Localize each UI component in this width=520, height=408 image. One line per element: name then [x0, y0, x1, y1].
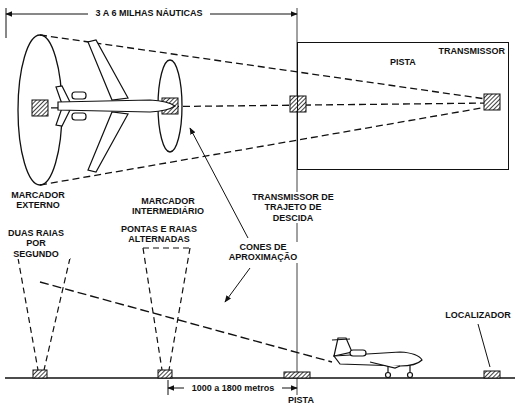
glide-path [40, 282, 332, 362]
beam-lines [40, 35, 493, 185]
glide-slope-transmitter [290, 96, 306, 112]
leader-line [478, 324, 490, 367]
outer-marker [32, 100, 48, 116]
glide-slope-ground [284, 372, 310, 378]
outer-cone [18, 35, 62, 185]
localizer-ground [484, 371, 500, 378]
extension-line [168, 380, 169, 395]
middle-marker-ground [158, 370, 172, 378]
extension-line [6, 8, 7, 38]
runway-label: PISTA [283, 395, 319, 405]
outer-marker-ground [33, 370, 47, 378]
signal-label: DUAS RAIAS POR SEGUNDO [2, 228, 70, 259]
runway-box: PISTA TRANSMISSOR [297, 42, 509, 170]
cones-label: CONES DE APROXIMAÇÃO [218, 242, 308, 263]
transmitter-label: TRANSMISSOR [438, 46, 505, 56]
marker-label: MARCADOR EXTERNO [6, 190, 70, 211]
marker-label: MARCADOR INTERMEDIÁRIO [130, 196, 206, 217]
signal-label: PONTAS E RAIAS ALTERNADAS [108, 224, 210, 245]
airplane-top [56, 40, 175, 172]
runway-label: PISTA [390, 57, 416, 67]
leader-line [225, 268, 250, 302]
airplane-side [332, 338, 422, 378]
ground-line [5, 377, 515, 378]
leader-line [190, 128, 248, 238]
transmitter-label: TRANSMISSOR DE TRAJETO DE DESCIDA [246, 192, 340, 223]
marker-cones [18, 248, 190, 370]
dimension-text: 1000 a 1800 metros [184, 383, 282, 393]
localizer-transmitter [484, 94, 500, 110]
localizer-label: LOCALIZADOR [440, 310, 516, 320]
dimension-text: 3 A 6 MILHAS NÁUTICAS [88, 8, 210, 18]
